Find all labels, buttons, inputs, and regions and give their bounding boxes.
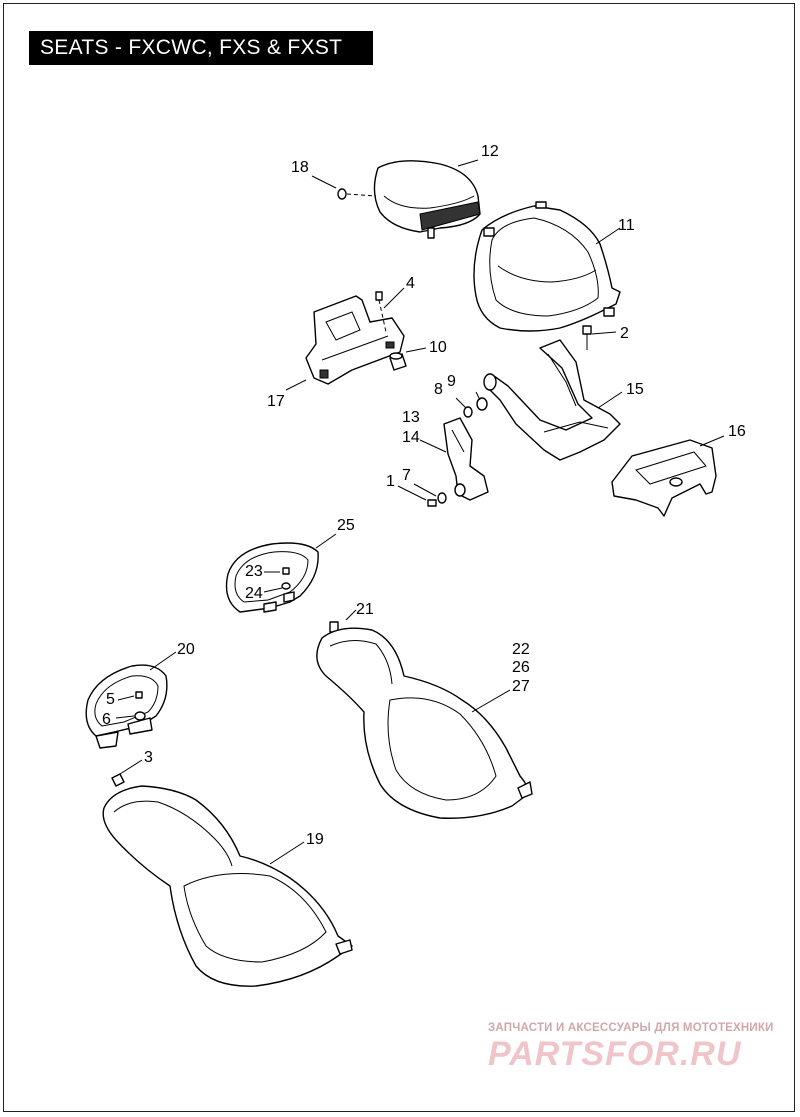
part-18-screw[interactable] [337, 188, 377, 200]
part-2-bolt[interactable] [582, 325, 592, 350]
callout-15: 15 [626, 381, 644, 398]
watermark-tagline: ЗАПЧАСТИ И АКСЕССУАРЫ ДЛЯ МОТОТЕХНИКИ [488, 1022, 774, 1034]
part-3-nut[interactable] [111, 773, 125, 787]
leader-lines [115, 159, 725, 865]
part-11-solo-seat[interactable] [473, 201, 621, 332]
part-8-washer[interactable] [463, 406, 473, 418]
callout-18: 18 [291, 159, 309, 176]
callout-8: 8 [434, 381, 443, 398]
part-24-washer[interactable] [281, 582, 291, 590]
callout-6: 6 [102, 711, 111, 728]
part-23-screw[interactable] [282, 567, 290, 575]
callout-22: 22 [512, 641, 530, 658]
callout-25: 25 [337, 517, 355, 534]
callout-9: 9 [447, 373, 456, 390]
part-20-backrest[interactable] [85, 664, 168, 749]
part-16-cover[interactable] [611, 439, 717, 517]
part-10-bumper[interactable] [389, 352, 407, 371]
part-4-screw[interactable] [375, 291, 387, 333]
callout-12: 12 [481, 143, 499, 160]
callout-16: 16 [728, 423, 746, 440]
callout-27: 27 [512, 678, 530, 695]
callout-7: 7 [402, 467, 411, 484]
callout-10: 10 [429, 339, 447, 356]
callout-26: 26 [512, 659, 530, 676]
page-title: SEATS - FXCWC, FXS & FXST [29, 31, 373, 65]
part-19-solo-seat[interactable] [102, 785, 353, 987]
callout-20: 20 [177, 641, 195, 658]
callout-5: 5 [106, 691, 115, 708]
part-15-frame[interactable] [483, 339, 621, 461]
watermark-logo: PARTSFOR.RU [488, 1035, 742, 1073]
part-17-bracket[interactable] [305, 295, 405, 385]
part-5-screw[interactable] [135, 691, 143, 699]
part-25-strap[interactable] [225, 542, 319, 613]
part-9-nut[interactable] [476, 397, 488, 411]
part-12-pillion-pad[interactable] [373, 160, 481, 239]
callout-19: 19 [306, 831, 324, 848]
page-frame [3, 3, 795, 1112]
callout-14: 14 [402, 429, 420, 446]
part-6-washer[interactable] [134, 711, 146, 721]
callout-17: 17 [267, 393, 285, 410]
callout-21: 21 [356, 601, 374, 618]
callout-1: 1 [386, 473, 395, 490]
part-13-14-side-bracket[interactable] [443, 417, 489, 501]
callout-3: 3 [144, 749, 153, 766]
callout-2: 2 [620, 325, 629, 342]
part-22-26-27-seat[interactable] [316, 627, 533, 819]
callout-11: 11 [618, 217, 635, 234]
callout-13: 13 [402, 409, 420, 426]
callout-24: 24 [245, 585, 263, 602]
callout-4: 4 [406, 275, 415, 292]
part-7-washer[interactable] [437, 492, 447, 504]
callout-23: 23 [245, 563, 263, 580]
part-1-screw[interactable] [427, 499, 437, 507]
